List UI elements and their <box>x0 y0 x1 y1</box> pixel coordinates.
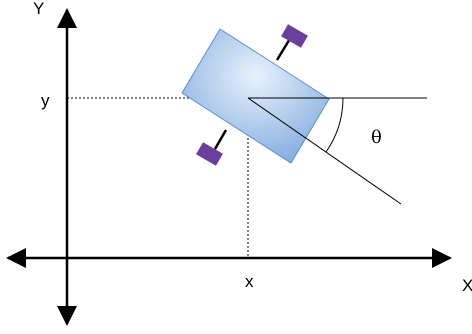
robot-body <box>181 28 330 164</box>
theta-label: θ <box>371 127 382 148</box>
coordinate-axes: Y X <box>6 0 472 326</box>
bottom-axle <box>213 129 228 150</box>
wheel-icon <box>196 142 223 166</box>
x-axis-label: X <box>462 276 472 295</box>
y-axis-label: Y <box>33 0 44 18</box>
top-axle <box>275 36 293 61</box>
x-coordinate-label: x <box>245 272 254 291</box>
wheel-icon <box>281 24 308 48</box>
heading-angle: θ <box>247 97 427 205</box>
heading-line <box>247 97 402 205</box>
robot-car-icon <box>181 24 330 166</box>
projection-lines: y x <box>41 91 254 291</box>
y-coordinate-label: y <box>41 91 50 110</box>
angle-arc <box>325 97 344 153</box>
